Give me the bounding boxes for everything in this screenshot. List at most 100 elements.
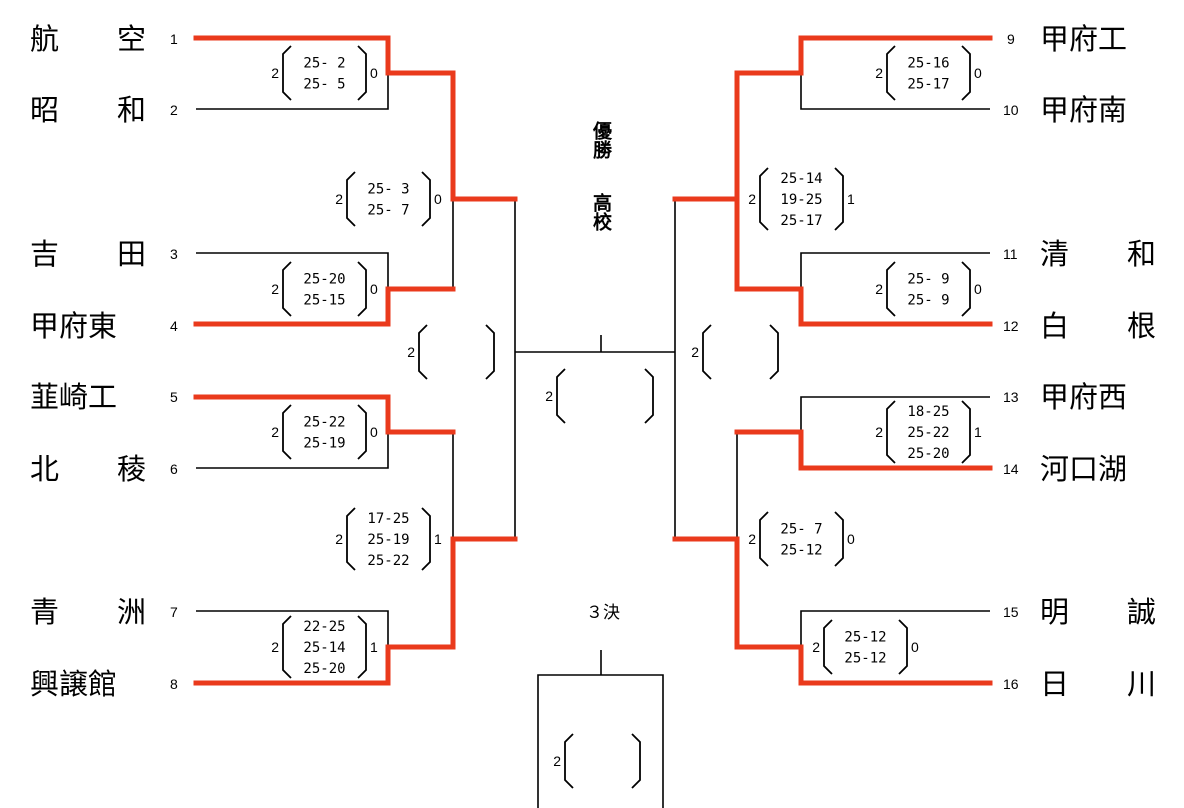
- left-sets-won: 2: [335, 531, 343, 547]
- score-box: 2: [545, 368, 654, 424]
- right-sets-won: 1: [434, 531, 442, 547]
- team-name-8: 興譲館: [30, 667, 117, 701]
- right-paren: [357, 45, 367, 101]
- set-score: 25- 7: [367, 203, 409, 219]
- set-score: 17-25: [367, 511, 409, 527]
- right-paren: [769, 324, 779, 380]
- right-paren: [961, 45, 971, 101]
- set-score: 25- 9: [907, 272, 949, 288]
- line-team-2: [196, 73, 389, 110]
- right-sets-won: 0: [847, 531, 855, 547]
- team-name-6: 北 稜: [30, 452, 146, 486]
- winner-path-8: [193, 536, 518, 686]
- left-sets-won: 2: [691, 344, 699, 360]
- left-sets-won: 2: [875, 424, 883, 440]
- line-team-15: [800, 610, 990, 647]
- team-seed-4: 4: [170, 318, 178, 334]
- team-name-16: 日 川: [1040, 667, 1156, 701]
- left-sets-won: 2: [748, 531, 756, 547]
- left-paren: [418, 324, 428, 380]
- right-paren: [644, 368, 654, 424]
- right-paren: [485, 324, 495, 380]
- left-sets-won: 2: [553, 753, 561, 769]
- team-name-3: 吉 田: [30, 237, 146, 271]
- left-sets-won: 2: [271, 424, 279, 440]
- set-score: 25-12: [844, 651, 886, 667]
- score-box: 2: [407, 324, 495, 380]
- set-score: 25- 2: [303, 56, 345, 72]
- left-paren: [282, 261, 292, 317]
- team-seed-12: 12: [1003, 318, 1019, 334]
- team-seed-10: 10: [1003, 102, 1019, 118]
- left-teams: 航 空 1 昭 和 2 吉 田 3 甲府東 4 韮崎工 5 北 稜 6 青 洲 …: [30, 22, 178, 701]
- left-paren: [823, 619, 833, 675]
- right-sets-won: 0: [370, 65, 378, 81]
- right-paren: [421, 507, 431, 571]
- line-team-6: [196, 432, 389, 469]
- champion-title-line1: 優勝: [590, 120, 613, 160]
- team-seed-14: 14: [1003, 461, 1019, 477]
- left-paren: [886, 45, 896, 101]
- left-sets-won: 2: [875, 65, 883, 81]
- team-seed-3: 3: [170, 246, 178, 262]
- third-place-label: ３決: [586, 603, 620, 623]
- left-sets-won: 2: [271, 639, 279, 655]
- line-team-3: [196, 252, 389, 289]
- right-paren: [631, 733, 641, 789]
- winner-path-12: [734, 196, 993, 327]
- set-score: 25- 9: [907, 293, 949, 309]
- line-third-place: [537, 674, 664, 808]
- left-paren: [886, 400, 896, 464]
- line-team-7: [196, 610, 389, 647]
- left-sets-won: 2: [812, 639, 820, 655]
- winner-path-5: [193, 394, 456, 435]
- right-sets-won: 1: [847, 191, 855, 207]
- left-paren: [564, 733, 574, 789]
- set-score: 25-12: [844, 630, 886, 646]
- right-paren: [357, 404, 367, 460]
- winner-path-4: [193, 286, 456, 327]
- left-paren: [886, 261, 896, 317]
- left-paren: [346, 507, 356, 571]
- team-seed-8: 8: [170, 676, 178, 692]
- right-paren: [834, 511, 844, 567]
- right-paren: [357, 615, 367, 679]
- winner-paths: [193, 35, 993, 686]
- set-score: 25-16: [907, 56, 949, 72]
- score-box: 2: [553, 733, 641, 789]
- set-score: 25-19: [303, 436, 345, 452]
- set-score: 25-22: [303, 415, 345, 431]
- team-seed-2: 2: [170, 102, 178, 118]
- set-score: 25-22: [367, 553, 409, 569]
- left-paren: [702, 324, 712, 380]
- right-sets-won: 1: [974, 424, 982, 440]
- right-sets-won: 0: [974, 281, 982, 297]
- right-paren: [834, 167, 844, 231]
- team-name-2: 昭 和: [30, 93, 146, 127]
- left-sets-won: 2: [271, 281, 279, 297]
- champion-title-line2: 高校: [590, 192, 612, 232]
- team-name-13: 甲府西: [1040, 380, 1127, 414]
- team-seed-7: 7: [170, 604, 178, 620]
- team-seed-5: 5: [170, 389, 178, 405]
- team-seed-13: 13: [1003, 389, 1019, 405]
- team-name-14: 河口湖: [1040, 452, 1127, 486]
- line-team-11: [800, 252, 990, 289]
- set-score: 25-14: [303, 640, 345, 656]
- team-name-4: 甲府東: [30, 309, 117, 343]
- right-sets-won: 0: [434, 191, 442, 207]
- team-seed-6: 6: [170, 461, 178, 477]
- team-seed-11: 11: [1003, 246, 1018, 262]
- left-paren: [759, 167, 769, 231]
